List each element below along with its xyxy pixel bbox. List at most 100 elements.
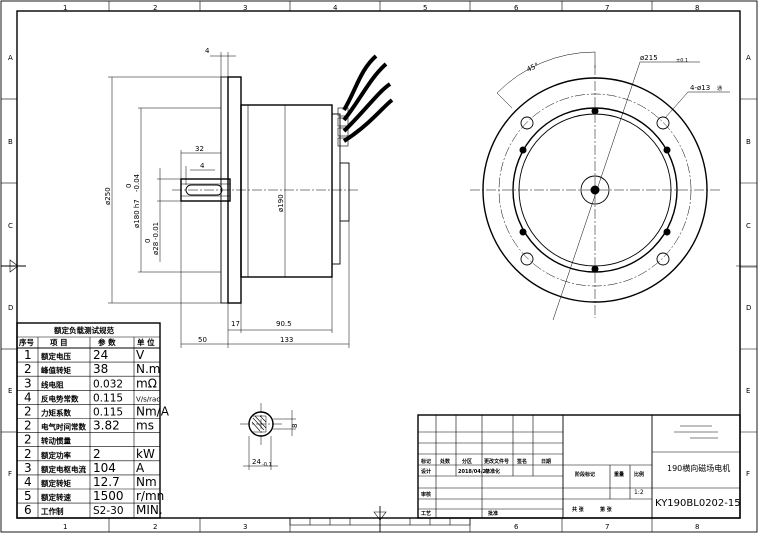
- shaft-section: 8 24 -0.1: [240, 403, 299, 470]
- tb-standard: 标准化: [484, 468, 500, 475]
- dim-180-tol-top: 0: [125, 184, 133, 188]
- spec-row-item: 额定电压: [41, 351, 71, 361]
- spec-row-unit: ms: [136, 419, 154, 433]
- dim-90-5: 90.5: [276, 320, 292, 328]
- col-label: 1: [63, 523, 67, 531]
- spec-row-value: 104: [93, 461, 116, 475]
- col-label: 2: [153, 523, 157, 531]
- dim-215: ø215: [640, 54, 658, 62]
- spec-row-value: 0.115: [93, 407, 123, 419]
- holes-label: 4-ø13: [690, 84, 710, 92]
- row-label: B: [8, 138, 13, 146]
- row-label: D: [8, 304, 13, 312]
- spec-header: 序号: [19, 337, 34, 347]
- cable: [342, 62, 388, 122]
- bolt-circle: [498, 93, 692, 287]
- spec-row-no: 4: [24, 475, 32, 489]
- tb-check: 审核: [421, 491, 431, 498]
- spec-row-no: 2: [24, 405, 32, 419]
- spec-row-item: 工作制: [41, 506, 64, 516]
- dim-215-tol: ±0.1: [676, 58, 688, 64]
- tb-scale: 1:2: [634, 489, 644, 496]
- rear-boss: [339, 162, 350, 222]
- col-label: 1: [63, 4, 67, 12]
- spec-row-item: 额定电枢电流: [41, 464, 86, 474]
- spec-header: 项 目: [50, 338, 68, 347]
- dim-180-tol-bot: -0.04: [133, 173, 141, 192]
- shaft: [180, 178, 231, 202]
- spec-row-no: 2: [24, 362, 32, 376]
- spec-row-unit: mΩ: [136, 376, 157, 390]
- tb-drawing-name: 190横向磁场电机: [667, 463, 730, 473]
- screw: [663, 228, 671, 236]
- tb-scale-label: 比例: [634, 471, 644, 478]
- row-label: F: [746, 470, 750, 478]
- dim-4-key: 4: [200, 162, 205, 170]
- shaft-center: [590, 185, 600, 195]
- spec-row-value: 0.032: [93, 378, 123, 390]
- col-label: 6: [514, 523, 519, 531]
- angle-label: 45°: [525, 61, 540, 74]
- tb-col: 更改文件号: [484, 458, 509, 465]
- screw: [663, 146, 671, 154]
- rear-cap: [331, 113, 341, 265]
- spec-row-item: 线电阻: [41, 379, 64, 389]
- holes-sub: 通: [717, 85, 722, 92]
- spec-row-item: 额定功率: [41, 450, 71, 460]
- row-label: D: [746, 304, 751, 312]
- spec-row-value: S2-30: [93, 505, 124, 517]
- spec-row-item: 反电势常数: [41, 393, 79, 403]
- spec-row-item: 峰值转矩: [41, 365, 71, 375]
- top-column-ruler: 1 2 3 4 5 6 7 8: [63, 1, 699, 12]
- tb-approve: 批准: [488, 510, 498, 517]
- front-view: ø215 ±0.1 4-ø13 通 45°: [470, 51, 730, 321]
- row-label: E: [8, 387, 12, 395]
- row-label: A: [746, 54, 751, 62]
- spec-row-unit: N.m: [136, 362, 160, 376]
- spec-row-unit: Nm/A: [136, 405, 170, 419]
- spec-row-no: 2: [24, 433, 32, 447]
- screw: [591, 107, 599, 115]
- spec-row-unit: r/mn: [136, 489, 164, 503]
- dim-50: 50: [198, 336, 207, 344]
- title-block: 标记 处数 分区 更改文件号 签名 日期 设计 2018/04/27 标准化 审…: [417, 414, 741, 519]
- dim-4-top: 4: [205, 47, 210, 55]
- row-label: A: [8, 54, 13, 62]
- spec-row-no: 3: [24, 376, 32, 390]
- dim-17: 17: [231, 320, 240, 328]
- spec-row-no: 2: [24, 419, 32, 433]
- col-label: 2: [153, 4, 157, 12]
- spec-row-item: 转动惯量: [41, 436, 71, 446]
- dim-28-tol-bot: -0.01: [152, 222, 160, 240]
- spec-row-value: 38: [93, 362, 108, 376]
- spec-row-no: 5: [24, 489, 32, 503]
- tb-col: 标记: [420, 458, 431, 465]
- row-label: C: [746, 222, 751, 230]
- tb-col: 签名: [516, 458, 527, 465]
- spec-row-value: 24: [93, 348, 108, 362]
- col-label: 5: [423, 4, 427, 12]
- row-label: C: [8, 222, 13, 230]
- tb-col: 日期: [541, 458, 551, 465]
- spec-row-no: 6: [24, 503, 32, 517]
- dim-24-tol: -0.1: [262, 462, 272, 468]
- spec-row-item: 额定转速: [41, 492, 71, 502]
- spec-row-unit: V/s/rad: [136, 395, 161, 403]
- tb-col: 分区: [462, 458, 472, 465]
- mount-hole: [656, 252, 670, 266]
- shaft-circle: [580, 175, 610, 205]
- flange-outer-circle: [482, 77, 708, 303]
- cable: [342, 82, 392, 133]
- tb-sheet: 第 张: [600, 506, 613, 513]
- row-label: E: [746, 387, 750, 395]
- dim-133: 133: [280, 336, 293, 344]
- spec-row-item: 额定转矩: [41, 478, 71, 488]
- spec-row-no: 3: [24, 461, 32, 475]
- bottom-column-ruler: 1 2 3 6 7 8: [63, 506, 699, 532]
- col-label: 8: [695, 523, 699, 531]
- tb-weight: 重量: [614, 471, 624, 478]
